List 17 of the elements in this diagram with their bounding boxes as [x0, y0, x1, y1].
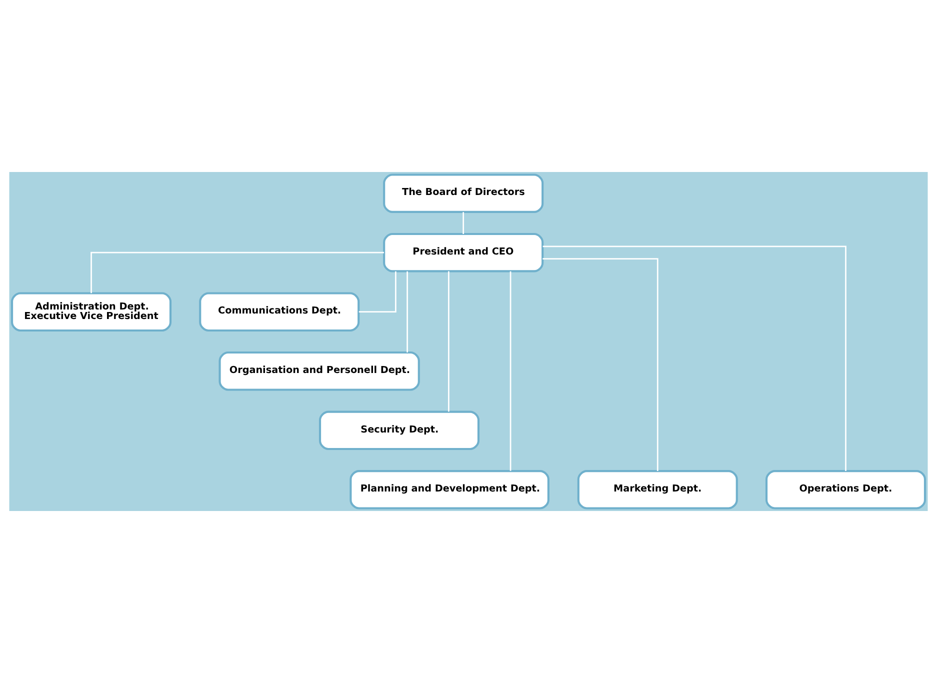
- connector: [542, 246, 846, 471]
- node-box: Planning and Development Dept.: [350, 470, 550, 510]
- connector: [406, 271, 408, 352]
- connector: [462, 212, 464, 234]
- connector: [448, 271, 450, 412]
- connector: [90, 252, 384, 294]
- node-box: Administration Dept. Executive Vice President: [10, 292, 172, 332]
- node-box: Security Dept.: [318, 410, 480, 450]
- connector: [510, 271, 512, 471]
- node-box: The Board of Directors: [383, 174, 544, 213]
- connector: [358, 271, 396, 313]
- connector: [542, 258, 658, 471]
- node-box: Operations Dept.: [765, 470, 926, 510]
- node-box: Marketing Dept.: [577, 470, 738, 510]
- node-box: Communications Dept.: [199, 292, 360, 332]
- node-box: Organisation and Personell Dept.: [218, 352, 420, 391]
- node-box: President and CEO: [383, 232, 544, 272]
